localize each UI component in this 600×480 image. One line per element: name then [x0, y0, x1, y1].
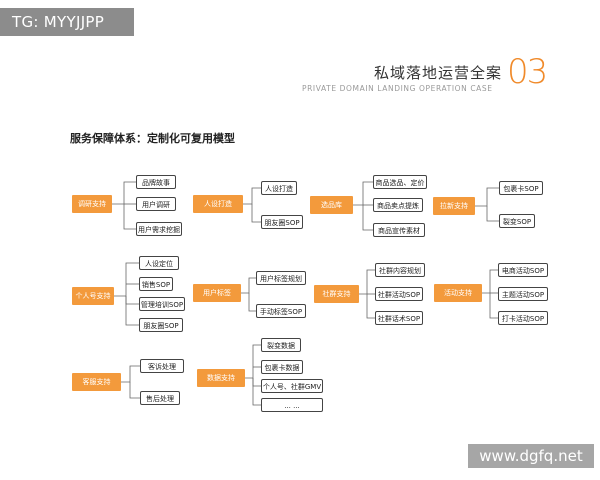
node-more: ... ...	[261, 398, 323, 412]
watermark-top-left: TG: MYYJJPP	[0, 8, 134, 36]
node-customer-service-support: 客服支持	[72, 373, 121, 391]
node-manual-tag-sop: 手动标签SOP	[256, 304, 306, 318]
node-package-card-data: 包裹卡数据	[261, 360, 303, 374]
node-campaign-support: 活动支持	[434, 284, 482, 302]
node-product-library: 选品库	[310, 196, 353, 214]
node-data-support: 数据支持	[197, 369, 245, 387]
node-product-pricing: 商品选品、定价	[373, 175, 427, 189]
node-community-script-sop: 社群话术SOP	[375, 311, 423, 325]
node-community-activity-sop: 社群活动SOP	[375, 287, 423, 301]
node-research-support: 调研支持	[72, 195, 112, 213]
page-title: 私域落地运营全案	[374, 64, 503, 82]
node-selling-points: 商品卖点提炼	[373, 198, 423, 212]
node-package-card-sop: 包裹卡SOP	[499, 181, 543, 195]
node-persona-positioning: 人设定位	[139, 256, 179, 270]
node-ecommerce-campaign-sop: 电商活动SOP	[498, 263, 548, 277]
node-checkin-campaign-sop: 打卡活动SOP	[498, 311, 548, 325]
node-complaint-handling: 客诉处理	[140, 359, 184, 373]
node-user-tags: 用户标签	[193, 284, 241, 302]
diagram-subtitle: 服务保障体系：定制化可复用模型	[70, 132, 235, 145]
watermark-bottom-right: www.dgfq.net	[468, 444, 594, 468]
node-gmv: 个人号、社群GMV	[261, 379, 323, 393]
node-management-training-sop: 管理培训SOP	[139, 297, 185, 311]
node-fission-data: 裂变数据	[261, 338, 301, 352]
node-acquisition-support: 拉新支持	[433, 197, 475, 215]
node-user-needs: 用户需求挖掘	[136, 222, 182, 236]
node-sales-sop: 销售SOP	[139, 277, 173, 291]
node-persona: 人设打造	[261, 181, 297, 195]
node-after-sales: 售后处理	[140, 391, 180, 405]
page-title-english: PRIVATE DOMAIN LANDING OPERATION CASE	[302, 84, 493, 93]
node-personal-account-support: 个人号支持	[72, 287, 114, 305]
node-fission-sop: 裂变SOP	[499, 214, 535, 228]
node-theme-campaign-sop: 主题活动SOP	[498, 287, 548, 301]
node-moments-sop-2: 朋友圈SOP	[139, 318, 183, 332]
node-persona-building: 人设打造	[193, 195, 243, 213]
node-tag-planning: 用户标签规划	[256, 271, 306, 285]
node-user-research: 用户调研	[136, 197, 176, 211]
node-community-support: 社群支持	[314, 285, 359, 303]
node-community-content: 社群内容规划	[375, 263, 425, 277]
section-number: 03	[507, 52, 548, 92]
node-promo-materials: 商品宣传素材	[373, 223, 425, 237]
node-brand-story: 品牌故事	[136, 175, 176, 189]
node-moments-sop: 朋友圈SOP	[261, 215, 303, 229]
